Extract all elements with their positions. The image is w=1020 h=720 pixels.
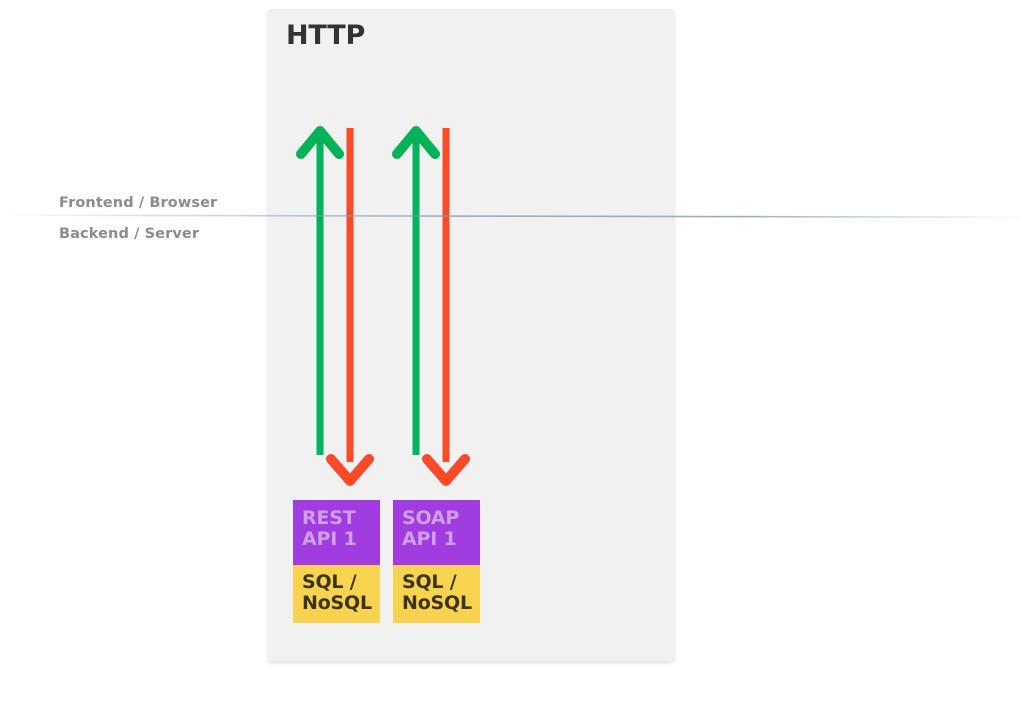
page-title: HTTP: [286, 20, 366, 51]
api-box-label-line2: API 1: [402, 527, 457, 550]
api-box-label-line1: SOAP: [402, 507, 460, 529]
database-box-soap[interactable]: SQL / NoSQL: [393, 565, 480, 623]
database-box-label-line2: NoSQL: [302, 591, 372, 614]
layer-label-backend: Backend / Server: [59, 226, 200, 242]
database-box-label-line1: SQL /: [302, 571, 357, 593]
api-box-soap[interactable]: SOAP API 1: [393, 500, 480, 565]
database-box-label-line2: NoSQL: [402, 591, 472, 614]
api-box-rest[interactable]: REST API 1: [293, 500, 380, 565]
database-box-label-line1: SQL /: [402, 571, 457, 593]
layer-label-frontend: Frontend / Browser: [59, 195, 218, 211]
service-stack-rest: REST API 1 SQL / NoSQL: [293, 500, 380, 623]
api-box-label-line2: API 1: [302, 527, 357, 550]
api-box-label-line1: REST: [302, 507, 356, 529]
service-stack-soap: SOAP API 1 SQL / NoSQL: [393, 500, 480, 623]
database-box-rest[interactable]: SQL / NoSQL: [293, 565, 380, 623]
